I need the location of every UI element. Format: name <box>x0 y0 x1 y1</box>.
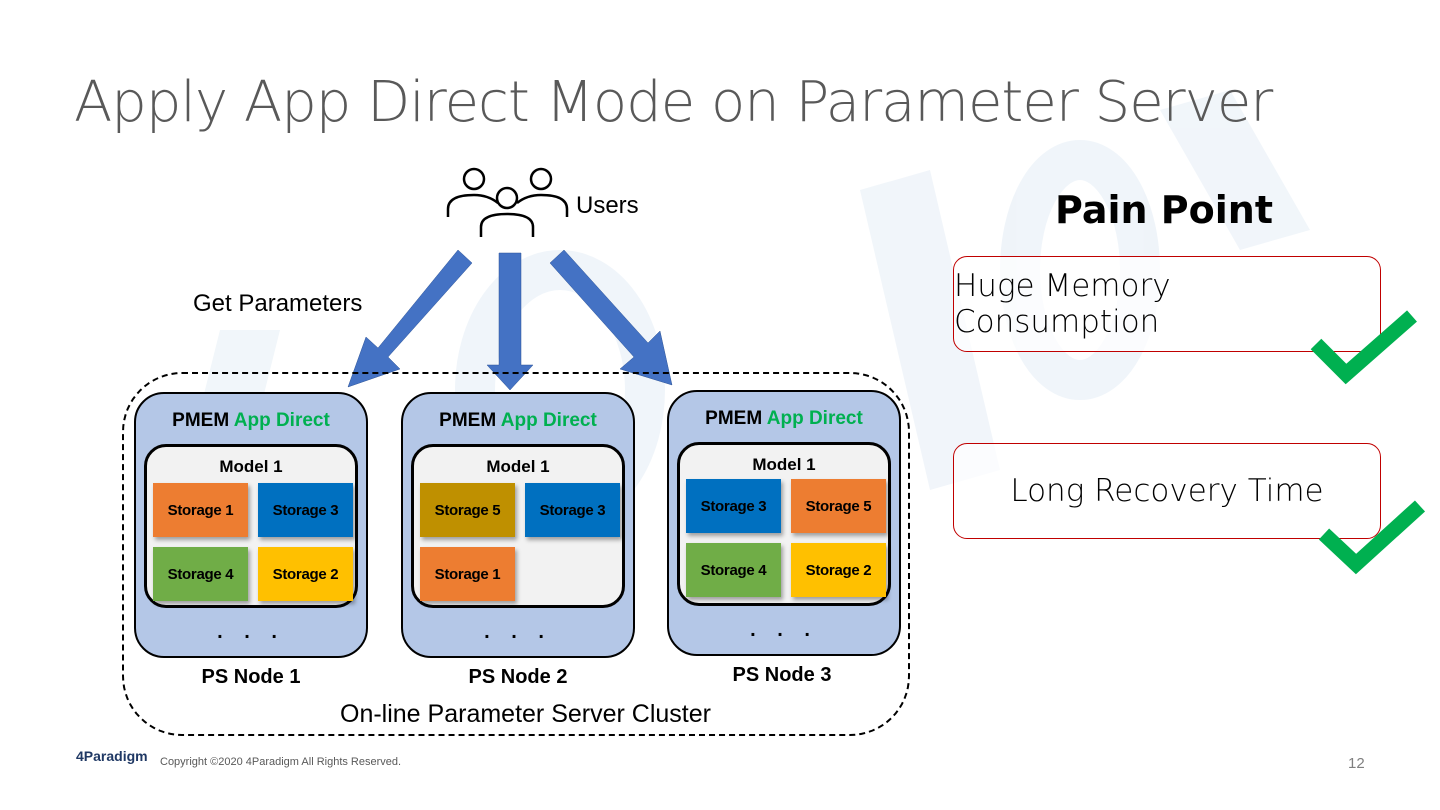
model-box: Model 1 Storage 1 Storage 3 Storage 4 St… <box>144 444 358 608</box>
arrow-to-node-3 <box>549 249 673 386</box>
arrow-to-node-1 <box>347 249 473 388</box>
storage-block: Storage 3 <box>258 483 353 537</box>
model-title: Model 1 <box>219 457 283 476</box>
ps-node-3: PMEM App Direct Model 1 Storage 3 Storag… <box>667 390 901 656</box>
copyright-text: Copyright ©2020 4Paradigm All Rights Res… <box>160 756 402 768</box>
app-direct-label: App Direct <box>233 410 330 431</box>
pain-point-item: Huge Memory Consumption <box>953 256 1381 352</box>
app-direct-label: App Direct <box>500 410 597 431</box>
model-box: Model 1 Storage 5 Storage 3 Storage 1 <box>411 444 625 608</box>
storage-block: Storage 1 <box>420 547 515 601</box>
pmem-label: PMEM <box>705 408 763 429</box>
pmem-label: PMEM <box>172 410 230 431</box>
pmem-label: PMEM <box>439 410 497 431</box>
ps-node-2: PMEM App Direct Model 1 Storage 5 Storag… <box>401 392 635 658</box>
model-title: Model 1 <box>486 457 550 476</box>
company-logo: 4Paradigm <box>76 748 148 764</box>
arrows <box>347 249 673 391</box>
storage-block: Storage 2 <box>791 543 886 597</box>
storage-block: Storage 3 <box>686 479 781 533</box>
get-parameters-label: Get Parameters <box>193 290 363 317</box>
ellipsis: . . . <box>217 621 285 643</box>
storage-block: Storage 5 <box>791 479 886 533</box>
ps-node-1: PMEM App Direct Model 1 Storage 1 Storag… <box>134 392 368 658</box>
node-header: PMEM App Direct <box>669 408 899 430</box>
users-label: Users <box>576 192 639 219</box>
ps-node-1-label: PS Node 1 <box>201 666 301 688</box>
storage-block: Storage 4 <box>153 547 248 601</box>
model-title: Model 1 <box>752 455 816 474</box>
slide-title: Apply App Direct Mode on Parameter Serve… <box>74 70 1273 135</box>
check-icon <box>1318 500 1426 575</box>
storage-block: Storage 5 <box>420 483 515 537</box>
storage-block: Storage 4 <box>686 543 781 597</box>
ellipsis: . . . <box>750 619 818 641</box>
storage-block: Storage 1 <box>153 483 248 537</box>
pain-point-item: Long Recovery Time <box>953 443 1381 539</box>
model-box: Model 1 Storage 3 Storage 5 Storage 4 St… <box>677 442 891 606</box>
ps-node-2-label: PS Node 2 <box>468 666 568 688</box>
ps-node-3-label: PS Node 3 <box>732 664 832 686</box>
page-number: 12 <box>1348 755 1365 772</box>
users-icon <box>446 167 569 237</box>
check-icon <box>1310 310 1417 385</box>
node-header: PMEM App Direct <box>136 410 366 432</box>
parameter-server-cluster <box>122 372 910 736</box>
app-direct-label: App Direct <box>766 408 863 429</box>
pain-point-title: Pain Point <box>1055 188 1273 232</box>
storage-block: Storage 2 <box>258 547 353 601</box>
node-header: PMEM App Direct <box>403 410 633 432</box>
ellipsis: . . . <box>484 621 552 643</box>
storage-block: Storage 3 <box>525 483 620 537</box>
cluster-label: On-line Parameter Server Cluster <box>340 700 711 728</box>
arrow-to-node-2 <box>486 252 534 391</box>
